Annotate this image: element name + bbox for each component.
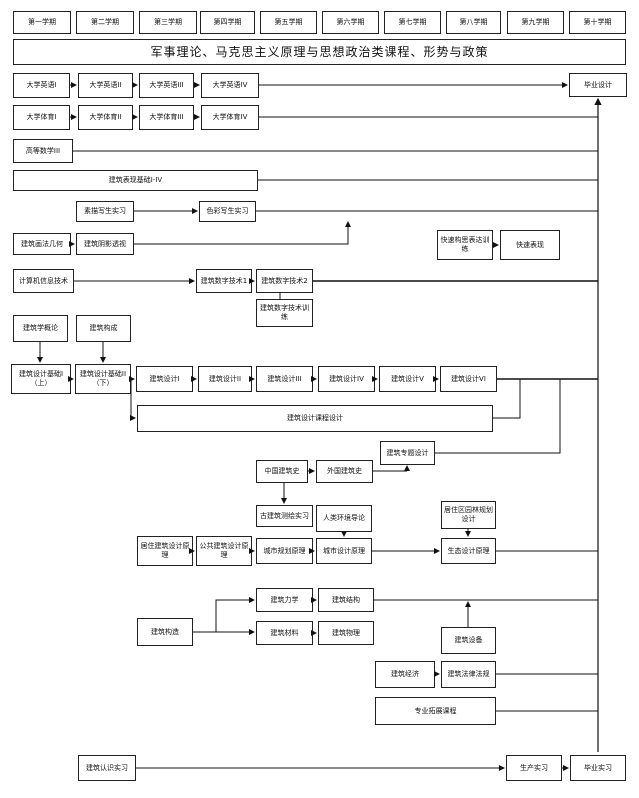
production-practice: 生产实习 [506,755,562,781]
digital-tech-training: 建筑数字技术训练 [256,299,313,327]
graduation-design: 毕业设计 [569,73,627,97]
semester-header-10: 第十学期 [569,11,626,34]
building-physics: 建筑物理 [318,621,374,645]
semester-header-4: 第四学期 [200,11,255,34]
urban-design-principle: 城市设计原理 [316,538,372,564]
elective-courses: 专业拓展课程 [375,697,496,725]
arch-composition: 建筑构成 [76,315,131,342]
recognition-practice: 建筑认识实习 [78,755,136,781]
pe-2: 大学体育II [78,105,133,130]
arch-economy: 建筑经济 [375,661,435,688]
building-mechanics: 建筑力学 [256,588,313,612]
digital-tech-1: 建筑数字技术1 [196,269,252,293]
residential-design-principle: 居住建筑设计原理 [137,536,193,566]
semester-header-9: 第九学期 [507,11,564,34]
arch-expression-course: 建筑表现基础I-IV [13,170,258,191]
computer-info-tech: 计算机信息技术 [13,269,74,293]
math-course: 高等数学III [13,139,73,163]
building-structure: 建筑结构 [318,588,374,612]
semester-header-7: 第七学期 [384,11,441,34]
semester-header-3: 第三学期 [139,11,197,34]
topic-design: 建筑专题设计 [380,441,435,465]
english-2: 大学英语II [78,73,133,98]
fast-concept-training: 快速构思表达训练 [437,230,493,260]
pe-3: 大学体育III [139,105,194,130]
urban-planning-principle: 城市规划原理 [256,538,313,564]
english-3: 大学英语III [139,73,194,98]
building-materials: 建筑材料 [256,621,313,645]
foreign-arch-history: 外国建筑史 [316,460,373,483]
political-courses-banner: 军事理论、马克思主义原理与思想政治类课程、形势与政策 [13,39,626,65]
shadow-perspective: 建筑阴影透视 [76,233,134,255]
landscape-design: 居住区园林规划设计 [441,501,496,529]
design-basics-1: 建筑设计基础I（上） [11,364,71,394]
english-1: 大学英语I [13,73,70,98]
semester-header-2: 第二学期 [76,11,134,34]
sketch-practice: 素描写生实习 [76,201,134,222]
color-sketch-practice: 色彩写生实习 [199,201,256,222]
english-4: 大学英语IV [201,73,259,98]
ancient-building-survey: 古建筑测绘实习 [256,505,313,527]
semester-header-5: 第五学期 [260,11,317,34]
digital-tech-2: 建筑数字技术2 [256,269,313,293]
semester-header-6: 第六学期 [322,11,379,34]
chinese-arch-history: 中国建筑史 [256,460,308,483]
design-basics-2: 建筑设计基础II（下） [75,364,131,394]
arch-design-4: 建筑设计IV [318,366,375,392]
fast-expression: 快速表现 [500,230,560,260]
arch-design-3: 建筑设计III [256,366,313,392]
arch-design-6: 建筑设计VI [440,366,497,392]
arch-law: 建筑法律法规 [441,661,496,688]
building-construction: 建筑构造 [137,618,193,646]
arch-design-2: 建筑设计II [198,366,252,392]
pe-4: 大学体育IV [201,105,259,130]
arch-intro: 建筑学概论 [13,315,68,342]
public-design-principle: 公共建筑设计原理 [196,536,252,566]
eco-design-principle: 生态设计原理 [441,538,496,564]
building-equipment: 建筑设备 [441,627,496,654]
semester-header-8: 第八学期 [446,11,501,34]
graduation-practice: 毕业实习 [570,755,626,781]
pe-1: 大学体育I [13,105,70,130]
semester-header-1: 第一学期 [13,11,71,34]
design-course-project: 建筑设计课程设计 [137,405,493,432]
